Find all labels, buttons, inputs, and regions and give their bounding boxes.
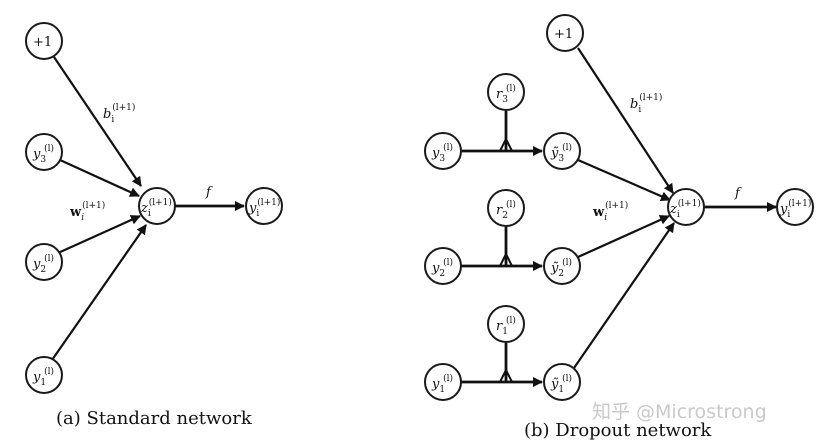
activation-label: f [205,185,213,200]
junction-2 [499,251,513,267]
bias-node: +1 [546,14,584,52]
svg-text:y1(l): y1(l) [431,373,453,395]
activation-label: f [734,186,742,201]
y1-node: y1(l) [25,356,63,394]
svg-text:r1(l): r1(l) [496,315,516,337]
svg-text:r3(l): r3(l) [496,83,516,105]
svg-text:ỹ1(l): ỹ1(l) [550,373,572,395]
svg-text:ỹ3(l): ỹ3(l) [550,142,572,164]
edge-y3-to-z [59,158,140,198]
y3-node: y3(l) [424,132,462,170]
svg-text:y2(l): y2(l) [431,257,453,279]
y2-node: y2(l) [25,243,63,281]
svg-text:ỹ2(l): ỹ2(l) [550,257,572,279]
y3-node: y3(l) [25,133,63,171]
standard-network: bi(l+1) wi(l+1) f +1 y3(l) y2(l) y1(l) z… [25,22,283,429]
r3-node: r3(l) [487,73,525,111]
caption-standard: (a) Standard network [56,408,253,429]
z-node: zi(l+1) [667,188,705,226]
svg-text:zi(l+1): zi(l+1) [669,198,701,220]
ytilde2-node: ỹ2(l) [543,247,581,285]
bias-weight-label: bi(l+1) [630,92,662,115]
watermark-text: 知乎 @Microstrong [592,401,767,423]
dropout-network: bi(l+1) wi(l+1) f +1 r3(l) r2(l) r1(l) y… [424,14,814,441]
junction-3 [499,136,513,152]
weights-label: wi(l+1) [69,200,105,223]
svg-text:y1(l): y1(l) [32,366,54,388]
r1-node: r1(l) [487,305,525,343]
svg-text:yi(l+1): yi(l+1) [779,198,811,220]
output-node: yi(l+1) [245,187,283,225]
svg-text:zi(l+1): zi(l+1) [140,197,172,219]
z-node: zi(l+1) [138,187,176,225]
edge-ytilde3-to-z [577,158,671,202]
ytilde3-node: ỹ3(l) [543,132,581,170]
edge-bias-to-z [577,47,674,194]
svg-text:r2(l): r2(l) [496,199,516,221]
edge-bias-to-z [53,56,142,187]
y1-node: y1(l) [424,363,462,401]
svg-text:+1: +1 [33,35,52,50]
edge-ytilde2-to-z [577,214,670,259]
edge-y2-to-z [57,214,141,255]
ytilde1-node: ỹ1(l) [543,363,581,401]
y2-node: y2(l) [424,247,462,285]
edge-ytilde1-to-z [573,222,675,369]
svg-text:y2(l): y2(l) [32,253,54,275]
svg-text:yi(l+1): yi(l+1) [248,197,280,219]
weights-label: wi(l+1) [592,200,628,223]
svg-text:y3(l): y3(l) [32,143,54,165]
svg-text:y3(l): y3(l) [431,142,453,164]
caption-dropout: (b) Dropout network [524,420,712,441]
output-node: yi(l+1) [776,188,814,226]
bias-node: +1 [25,22,63,60]
edge-y1-to-z [51,224,147,361]
svg-text:+1: +1 [554,27,573,42]
r2-node: r2(l) [487,189,525,227]
junction-1 [499,367,513,383]
bias-weight-label: bi(l+1) [103,102,135,125]
